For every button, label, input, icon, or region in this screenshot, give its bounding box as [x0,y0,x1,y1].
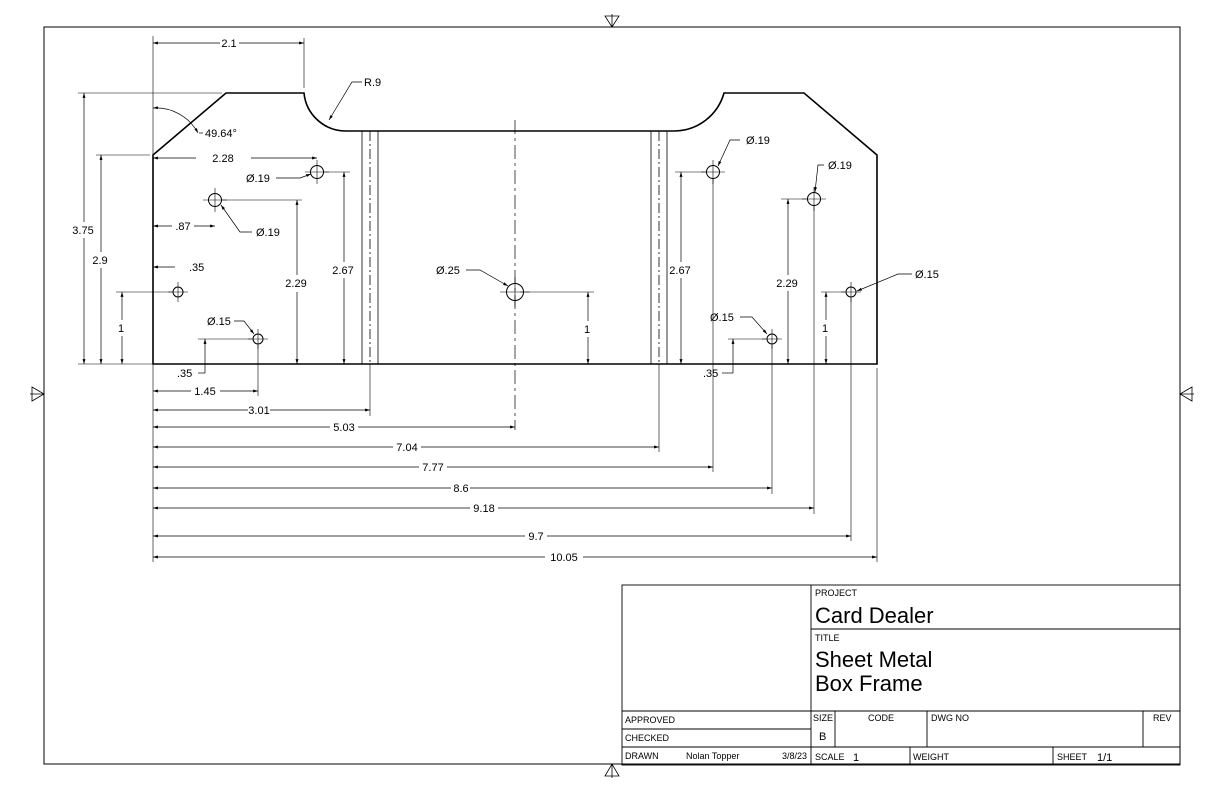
approved-label: APPROVED [625,715,676,725]
rev-label: REV [1153,713,1172,723]
dim-ordinate: 7.77 [422,462,443,474]
dim-right-hole-a-dia: Ø.19 [746,135,770,147]
dwg-no-label: DWG NO [931,713,969,723]
title-block [621,584,1181,766]
title-line-2: Box Frame [815,671,923,696]
dim-hole-b-x: .87 [175,221,190,233]
dim-hole-b-dia: Ø.19 [256,227,280,239]
dim-ordinate: 9.7 [528,531,543,543]
scale-value: 1 [853,752,859,764]
dim-hole-a-dia: Ø.19 [246,173,270,185]
drawn-by: Nolan Topper [686,751,739,761]
title-line-1: Sheet Metal [815,647,932,672]
drawn-label: DRAWN [625,751,659,761]
code-label: CODE [868,713,894,723]
sheet-value: 1/1 [1097,752,1112,764]
project-name: Card Dealer [815,603,934,628]
weight-label: WEIGHT [913,752,949,762]
dim-ordinate: 8.6 [453,483,468,495]
title-block-text: PROJECT Card Dealer TITLE Sheet Metal Bo… [625,588,1172,764]
dim-hole-c-x: .35 [189,262,204,274]
dim-top-width: 2.1 [221,38,236,50]
size-label: SIZE [813,713,833,723]
title-label: TITLE [815,633,840,643]
dim-right-hole-d-y: .35 [703,368,718,380]
centering-marks [30,14,1194,778]
dim-right-hole-c-dia: Ø.15 [915,269,939,281]
dim-center-y: 1 [584,324,590,336]
dim-right-hole-a-y: 2.67 [669,265,690,277]
size-value: B [819,731,826,743]
dim-side-height: 2.9 [92,255,107,267]
dim-angle: 49.64° [205,128,237,140]
dim-radius: R.9 [364,77,381,89]
dim-hole-b-y: 2.29 [285,278,306,290]
dim-ordinate: 10.05 [550,552,578,564]
dimension-lines [82,41,877,559]
dim-right-hole-b-dia: Ø.19 [828,160,852,172]
dim-hole-c-y: 1 [118,323,124,335]
dim-ordinate: 5.03 [333,422,354,434]
dim-total-height: 3.75 [72,225,93,237]
dim-hole-a-x: 2.28 [212,153,233,165]
bend-lines [361,131,668,364]
dimension-labels: 2.1 R.9 49.64° 3.75 2.9 1 2.28 Ø.19 .87 … [72,38,939,564]
dim-hole-d-y: .35 [177,368,192,380]
drawn-date: 3/8/23 [782,751,807,761]
dim-hole-d-dia: Ø.15 [207,316,231,328]
dim-center-dia: Ø.25 [436,265,460,277]
checked-label: CHECKED [625,733,670,743]
dim-right-hole-c-y: 1 [822,323,828,335]
part-outline [152,92,878,365]
project-label: PROJECT [815,588,858,598]
sheet-label: SHEET [1057,752,1088,762]
dim-ordinate: 9.18 [473,503,494,515]
leader-lines [152,81,912,374]
dim-ordinate: 7.04 [396,442,417,454]
scale-label: SCALE [815,752,845,762]
dim-hole-a-y: 2.67 [332,265,353,277]
dim-ordinate: 1.45 [194,386,215,398]
dim-right-hole-b-y: 2.29 [776,278,797,290]
dim-right-hole-d-dia: Ø.15 [710,312,734,324]
dim-ordinate: 3.01 [248,405,269,417]
holes [168,160,861,349]
extension-lines [78,36,878,562]
